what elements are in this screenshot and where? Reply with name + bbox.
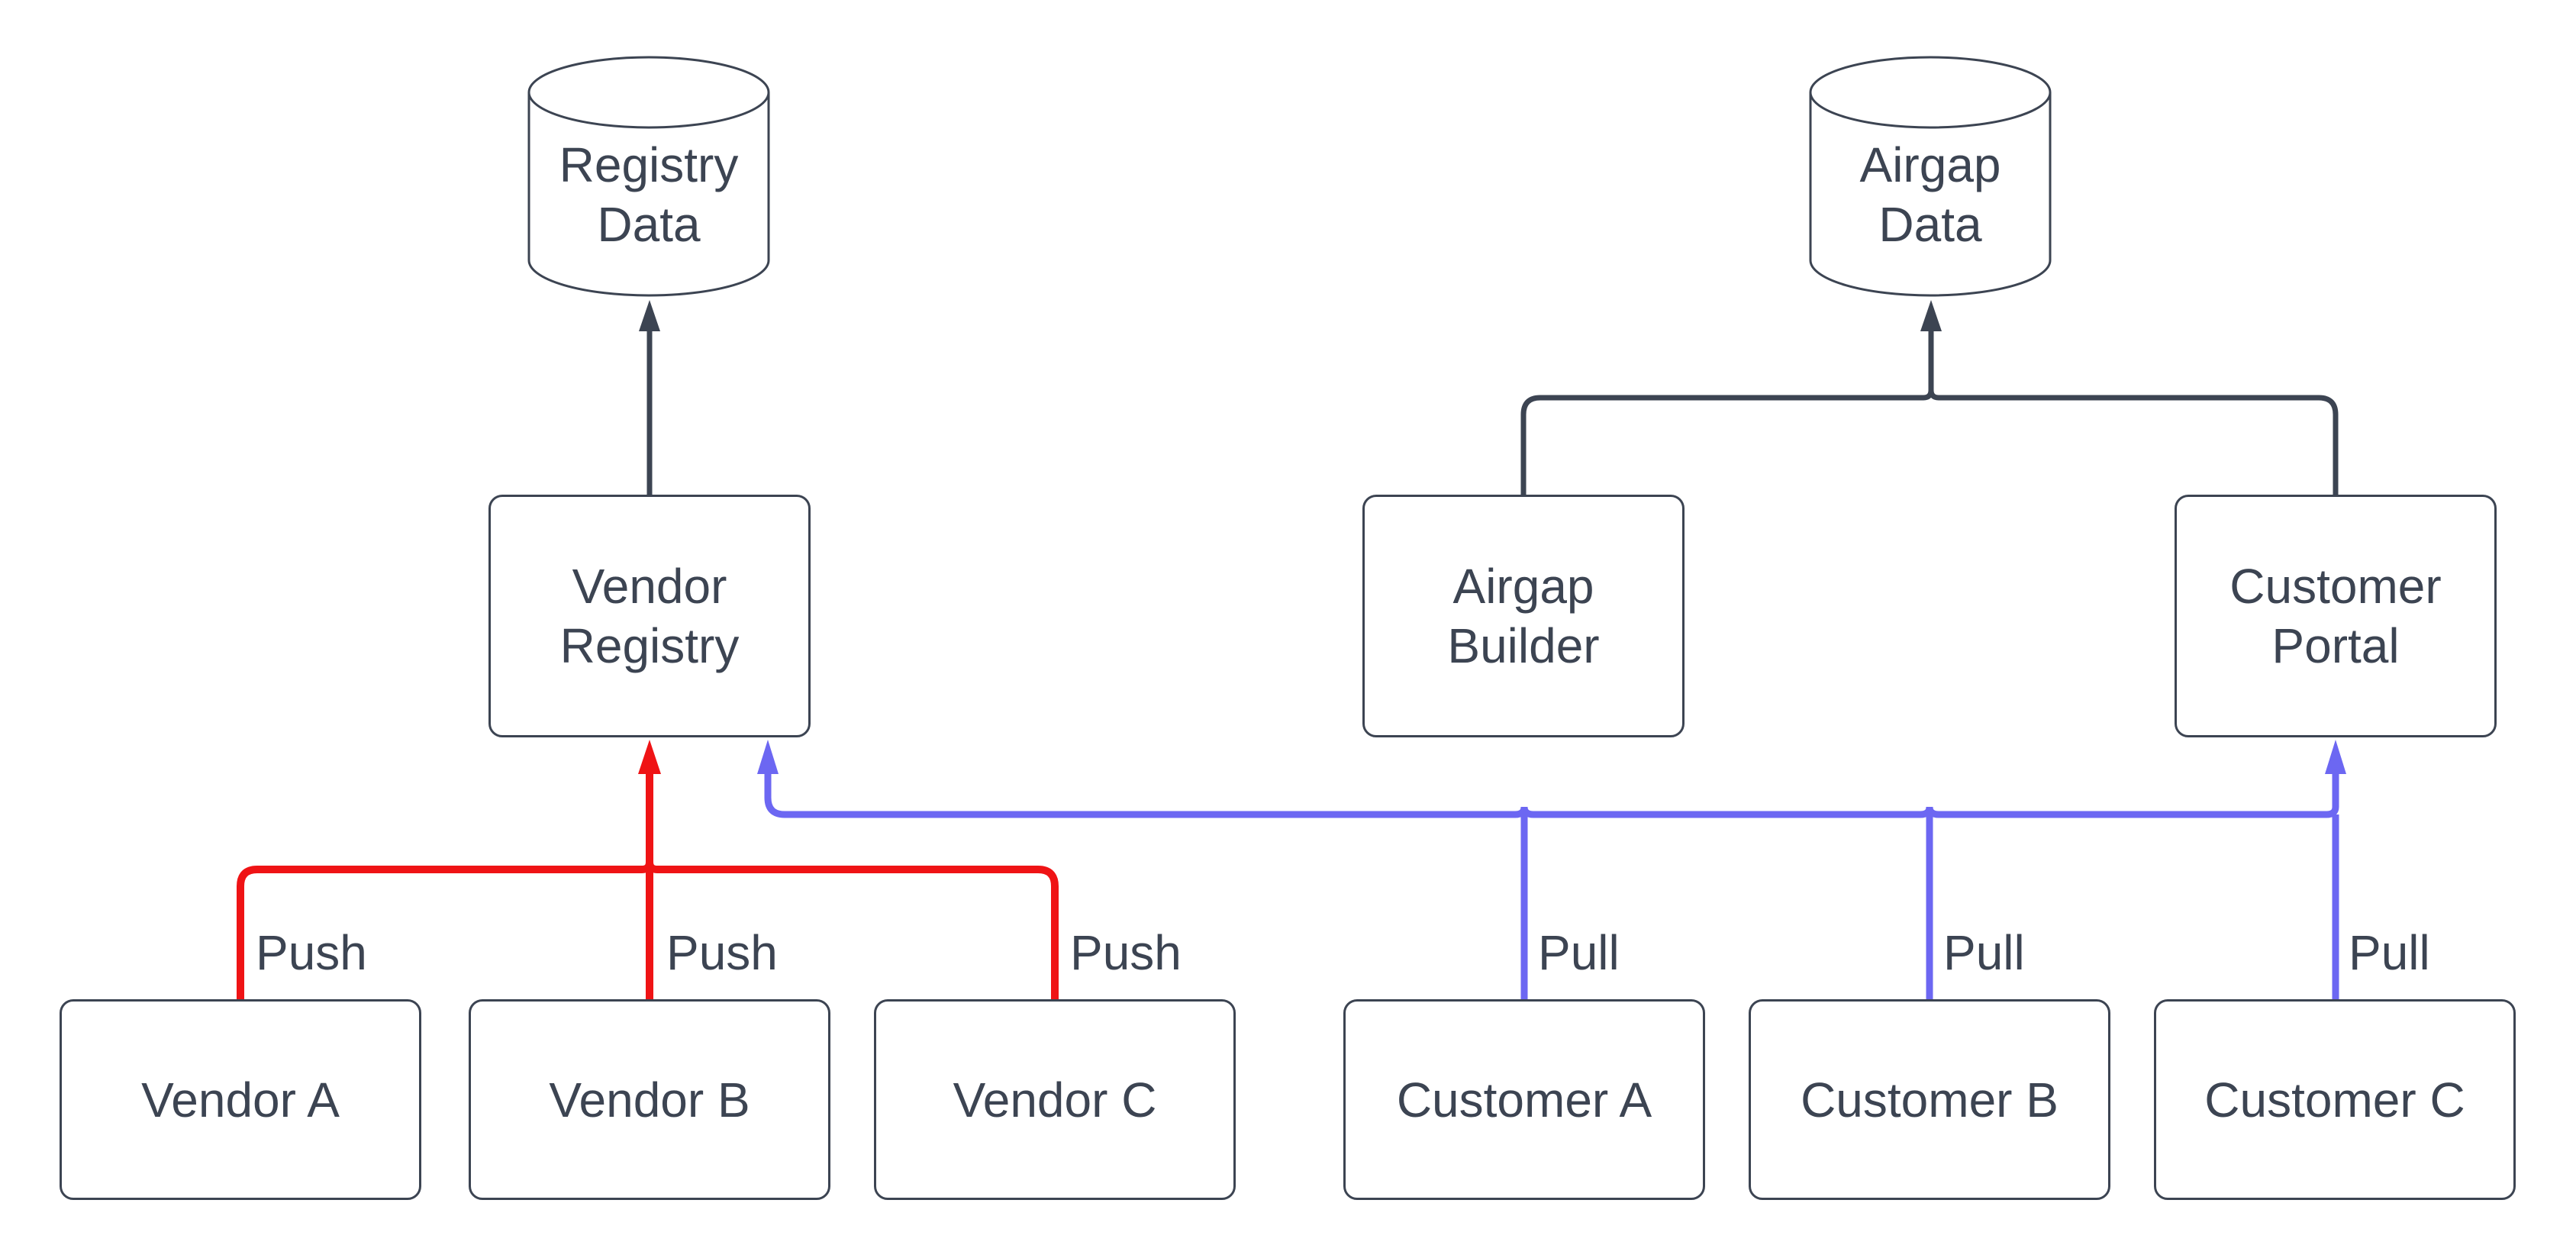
customer-c-node: Customer C <box>2154 999 2516 1200</box>
database-cylinder-icon <box>1809 56 2052 297</box>
push-label-vendor-c: Push <box>1070 925 1182 980</box>
pull-label-customer-c: Pull <box>2349 925 2430 980</box>
airgap-data-label: Airgap Data <box>1859 137 2001 252</box>
arrowhead-pull-vendor-registry <box>757 740 779 774</box>
push-label-vendor-a: Push <box>256 925 367 980</box>
edge-builder-portal-to-airgap-data <box>1520 389 2339 495</box>
vendor-a-node: Vendor A <box>60 999 421 1200</box>
vendor-b-node: Vendor B <box>469 999 830 1200</box>
vendor-registry-node: Vendor Registry <box>488 495 811 737</box>
arrowhead-push-vendor-registry <box>638 740 661 774</box>
customer-b-node: Customer B <box>1749 999 2110 1200</box>
arrowhead-airgap-data <box>1920 300 1942 331</box>
customer-a-node: Customer A <box>1343 999 1705 1200</box>
arrowhead-pull-customer-portal <box>2325 740 2346 774</box>
push-label-vendor-b: Push <box>666 925 778 980</box>
customer-portal-node: Customer Portal <box>2175 495 2497 737</box>
airgap-builder-node: Airgap Builder <box>1362 495 1685 737</box>
pull-label-customer-a: Pull <box>1538 925 1620 980</box>
edge-pull-bus <box>764 774 2339 818</box>
arrowhead-registry-data <box>639 300 660 331</box>
pull-label-customer-b: Pull <box>1943 925 2025 980</box>
database-cylinder-icon <box>527 56 770 297</box>
registry-data-database: Registry Data <box>527 55 771 298</box>
registry-data-label: Registry Data <box>559 137 739 252</box>
vendor-c-node: Vendor C <box>874 999 1236 1200</box>
airgap-data-database: Airgap Data <box>1808 55 2052 298</box>
